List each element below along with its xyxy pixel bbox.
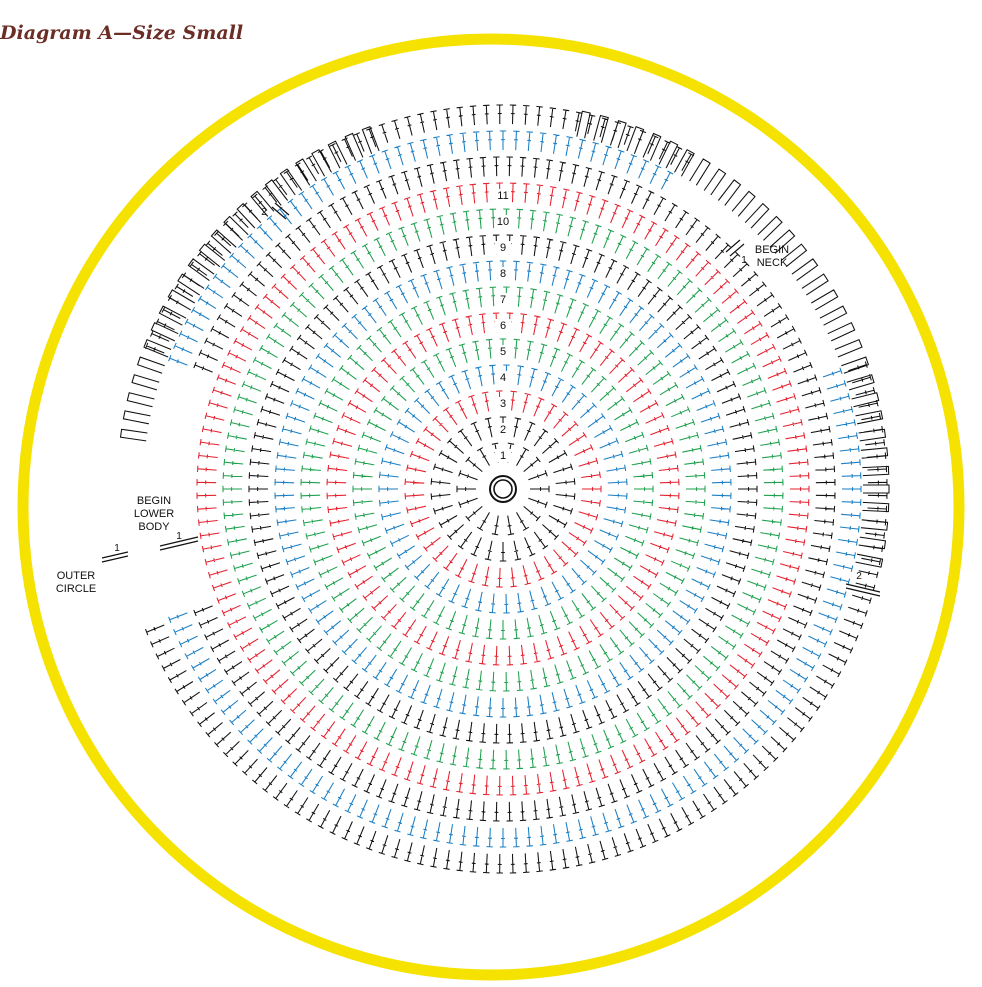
right-marker-icon <box>845 583 881 597</box>
outer-circle-line-1: OUTER <box>57 570 96 582</box>
begin-lower-body-line-2: LOWER <box>134 508 174 520</box>
row-number-bg <box>495 345 511 358</box>
row-number: 10 <box>497 216 509 228</box>
stitch-ring-group <box>119 104 890 874</box>
row-number-column: 1 2 3 4 5 6 7 8 9 10 11 <box>495 189 511 462</box>
outer-circle-marker-number: 1 <box>114 543 120 554</box>
neck-marker-icon <box>725 239 745 257</box>
diagram-title: Diagram A—Size Small <box>0 22 244 44</box>
row-number-bg <box>495 423 511 436</box>
yellow-frame-circle <box>17 33 965 981</box>
row-number-bg <box>495 293 511 306</box>
row-number: 4 <box>500 372 506 384</box>
begin-lower-body-line-3: BODY <box>138 521 170 533</box>
lower-body-marker-number: 1 <box>176 531 182 542</box>
row-number-bg <box>495 215 511 228</box>
row-number: 2 <box>500 424 506 436</box>
lower-body-marker-icon <box>159 536 199 551</box>
row-number: 8 <box>500 268 506 280</box>
label-begin-lower-body: BEGIN LOWER BODY 1 <box>134 495 199 551</box>
row-number-bg <box>495 319 511 332</box>
label-begin-neck: BEGIN NECK 1 <box>725 239 789 269</box>
right-marker-number: 2 <box>856 571 862 582</box>
row-number: 1 <box>500 450 506 462</box>
row-number: 5 <box>500 346 506 358</box>
center-ring-inner <box>493 479 513 499</box>
row-number: 11 <box>497 190 508 202</box>
stitch-ring-group <box>168 130 862 848</box>
outer-circle-line-2: CIRCLE <box>56 583 96 595</box>
row-number: 9 <box>500 242 506 254</box>
stitch-ring-group <box>196 182 810 796</box>
begin-neck-line-1: BEGIN <box>755 244 789 256</box>
label-outer-circle: OUTER CIRCLE 1 <box>56 543 129 595</box>
stitch-rings <box>119 104 890 874</box>
row-number-bg <box>495 449 511 462</box>
row-number: 3 <box>500 398 506 410</box>
outer-circle-marker-icon <box>101 551 129 563</box>
row-number-bg <box>495 397 511 410</box>
row-number: 6 <box>500 320 506 332</box>
stitch-ring-group <box>222 208 784 770</box>
begin-lower-body-line-1: BEGIN <box>137 495 171 507</box>
row-number-bg <box>495 241 511 254</box>
begin-neck-line-2: NECK <box>757 257 788 269</box>
row-number-bg <box>495 371 511 384</box>
neck-marker-number: 1 <box>741 255 747 266</box>
row-number-bg <box>495 189 511 202</box>
label-right-marker: 2 <box>845 571 881 597</box>
top-left-marker-number: 2 <box>261 207 267 218</box>
top-left-marker-icon <box>271 202 290 220</box>
label-top-left-marker: 2 <box>261 202 290 220</box>
row-number: 7 <box>500 294 506 306</box>
row-number-bg <box>495 267 511 280</box>
